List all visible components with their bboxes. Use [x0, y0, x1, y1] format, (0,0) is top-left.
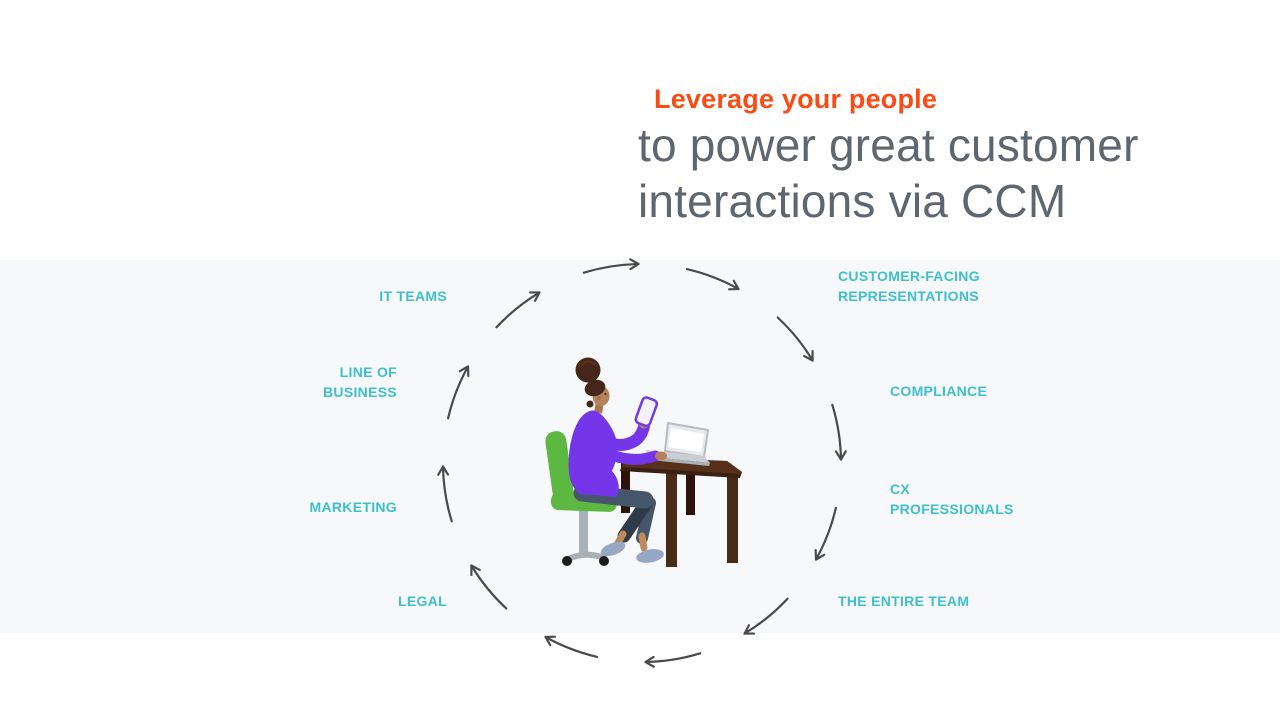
title-block: Leverage your people to power great cust… [638, 84, 1139, 229]
diagram-label-cx-professionals: CX PROFESSIONALS [890, 481, 1014, 517]
diagram-label-it-teams: IT TEAMS [379, 288, 447, 304]
diagram-label-marketing: MARKETING [309, 499, 397, 515]
diagram-band [0, 260, 1280, 633]
cycle-arrow [644, 652, 702, 668]
eyebrow-title: Leverage your people [654, 84, 938, 114]
diagram-label-compliance: COMPLIANCE [890, 383, 988, 399]
page-title: to power great customer interactions via… [638, 119, 1139, 227]
diagram-label-legal: LEGAL [398, 593, 447, 609]
diagram-label-the-entire-team: THE ENTIRE TEAM [838, 593, 970, 609]
cycle-arrow [544, 635, 599, 658]
diagram-label-customer-facing-representations: CUSTOMER-FACING REPRESENTATIONS [838, 268, 980, 304]
diagram-label-line-of-business: LINE OF BUSINESS [323, 364, 397, 400]
